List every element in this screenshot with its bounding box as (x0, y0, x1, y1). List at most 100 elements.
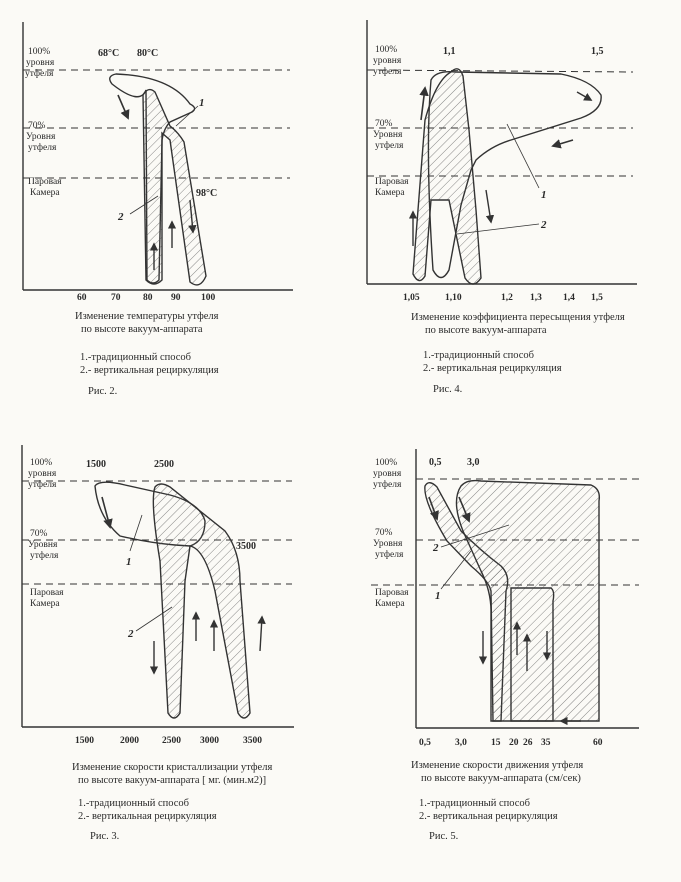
curve-label-2: 2 (432, 542, 439, 554)
legend: 1.-традиционный способ 2.- вертикальная … (78, 797, 217, 823)
arrow-down (188, 199, 197, 234)
x-tick: 1,10 (445, 293, 462, 303)
curve-3-outline (510, 587, 555, 722)
legend: 1.-традиционный способ 2.- вертикальная … (80, 351, 219, 377)
legend-item-2: 2.- вертикальная рециркуляция (423, 363, 562, 374)
x-tick: 2500 (162, 736, 181, 746)
arrow-down-left (117, 94, 130, 120)
top-label-1: 68°C (98, 48, 119, 59)
x-tick: 3500 (243, 736, 262, 746)
curve-label-1: 1 (126, 556, 132, 568)
legend: 1.-традиционный способ 2.- вертикальная … (419, 797, 558, 823)
caption: Изменение коэффициента пересыщения утфел… (411, 311, 625, 337)
arrow-down (485, 189, 495, 224)
x-tick: 90 (171, 293, 181, 303)
x-tick: 3000 (200, 736, 219, 746)
caption-line-2: по высоте вакуум-аппарата (425, 325, 547, 336)
top-label-2: 1,5 (591, 46, 604, 57)
figure-label: Рис. 5. (429, 831, 459, 842)
curve-label-2: 2 (540, 219, 547, 231)
curve-2-outline (152, 483, 251, 719)
figure-label: Рис. 3. (90, 831, 120, 842)
legend-item-1: 1.-традиционный способ (80, 352, 192, 363)
caption-line-1: Изменение скорости кристаллизации утфеля (72, 762, 273, 773)
x-tick: 60 (593, 738, 603, 748)
x-tick: 1,4 (563, 293, 575, 303)
caption-line-2: по высоте вакуум-аппарата (см/сек) (421, 773, 581, 784)
caption-line-1: Изменение температуры утфеля (75, 311, 219, 322)
level-100-line (366, 69, 634, 73)
x-tick: 70 (111, 293, 121, 303)
arrow-down (428, 496, 439, 521)
x-tick: 80 (143, 293, 153, 303)
arrow-right (576, 91, 593, 101)
arrow-up-3 (257, 615, 266, 652)
leader-2 (129, 195, 159, 215)
leader-1 (175, 105, 199, 127)
curve-label-1: 1 (541, 189, 547, 201)
caption-line-1: Изменение коэффициента пересыщения утфел… (411, 312, 625, 323)
top-label-1: 0,5 (429, 457, 442, 468)
figure-label: Рис. 4. (433, 384, 463, 395)
x-tick: 1,05 (403, 293, 420, 303)
curve-label-2: 2 (117, 211, 124, 223)
legend-item-2: 2.- вертикальная рециркуляция (78, 811, 217, 822)
top-label-2: 3,0 (467, 457, 480, 468)
figure-label: Рис. 2. (88, 386, 118, 397)
x-tick: 1,3 (530, 293, 542, 303)
side-label: 3500 (236, 541, 256, 552)
curve-2-outline (142, 88, 207, 286)
legend: 1.-традиционный способ 2.- вертикальная … (423, 349, 562, 375)
legend-item-2: 2.- вертикальная рециркуляция (419, 811, 558, 822)
x-tick: 26 (523, 738, 533, 748)
curve-label-2: 2 (127, 628, 134, 640)
x-tick: 0,5 (419, 738, 431, 748)
caption: Изменение скорости движения утфеля по вы… (411, 759, 583, 785)
curve-label-1: 1 (199, 97, 205, 109)
leader-2 (440, 524, 510, 548)
x-tick: 1500 (75, 736, 94, 746)
caption-line-1: Изменение скорости движения утфеля (411, 760, 584, 771)
top-label-2: 80°C (137, 48, 158, 59)
x-tick: 35 (541, 738, 551, 748)
legend-item-2: 2.- вертикальная рециркуляция (80, 365, 219, 376)
leader-1 (440, 550, 472, 590)
curve-2-outline (455, 479, 601, 722)
legend-item-1: 1.-традиционный способ (78, 798, 190, 809)
leader-2 (456, 223, 540, 235)
caption: Изменение скорости кристаллизации утфеля… (72, 761, 272, 787)
arrow-down-2 (458, 496, 471, 523)
leader-1 (506, 123, 540, 189)
top-label-1: 1500 (86, 459, 106, 470)
curve-2-outline (412, 68, 482, 285)
curve-label-1: 1 (435, 590, 441, 602)
arrow-up (419, 86, 429, 121)
x-tick: 3,0 (455, 738, 467, 748)
top-label-1: 1,1 (443, 46, 456, 57)
leader-2 (135, 606, 173, 632)
x-tick: 60 (77, 293, 87, 303)
x-tick: 2000 (120, 736, 139, 746)
caption-line-2: по высоте вакуум-аппарата [ мг. (мин.м2)… (78, 775, 267, 786)
caption-line-2: по высоте вакуум-аппарата (81, 324, 203, 335)
legend-item-1: 1.-традиционный способ (423, 350, 535, 361)
